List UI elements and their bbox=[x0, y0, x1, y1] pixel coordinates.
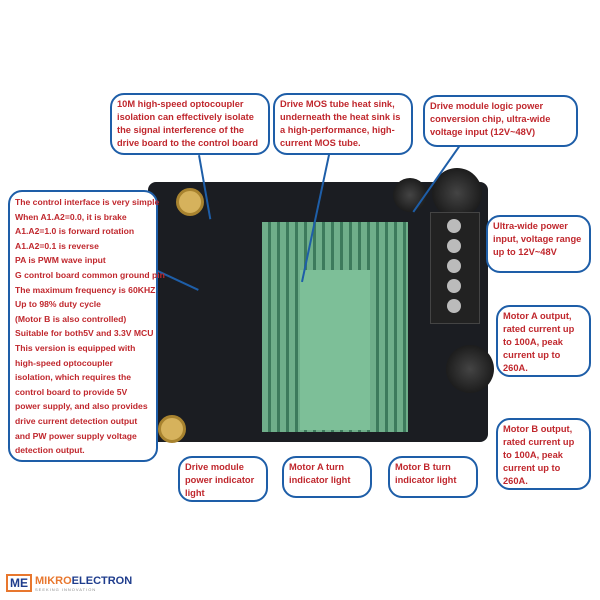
control-interface-line: PA is PWM wave input bbox=[15, 255, 106, 266]
control-interface-line: Suitable for both5V and 3.3V MCU bbox=[15, 328, 154, 339]
control-interface-line: control board to provide 5V bbox=[15, 386, 128, 397]
callout-motor-a-output: Motor A output, rated current up to 100A… bbox=[496, 305, 591, 377]
control-interface-line: This version is equipped with bbox=[15, 342, 136, 353]
control-interface-line: detection output. bbox=[15, 445, 85, 456]
callout-logic-power: Drive module logic power conversion chip… bbox=[423, 95, 578, 147]
capacitor bbox=[446, 345, 494, 393]
logo-name-a: MIKRO bbox=[35, 574, 72, 587]
callout-motor-a-light: Motor A turn indicator light bbox=[282, 456, 372, 498]
callout-power-input: Ultra-wide power input, voltage range up… bbox=[486, 215, 591, 273]
callout-motor-b-output: Motor B output, rated current up to 100A… bbox=[496, 418, 591, 490]
control-interface-line: A1.A2=1.0 is forward rotation bbox=[15, 226, 135, 237]
logo-badge: ME bbox=[6, 574, 32, 592]
control-interface-line: Up to 98% duty cycle bbox=[15, 299, 101, 310]
control-interface-line: When A1.A2=0.0, it is brake bbox=[15, 211, 127, 222]
control-interface-line: and PW power supply voltage bbox=[15, 430, 137, 441]
control-interface-line: (Motor B is also controlled) bbox=[15, 313, 127, 324]
mounting-hole bbox=[158, 415, 186, 443]
control-interface-line: The maximum frequency is 60KHZ bbox=[15, 284, 156, 295]
heat-sink-plate bbox=[300, 270, 370, 430]
control-interface-line: power supply, and also provides bbox=[15, 401, 148, 412]
control-interface-line: high-speed optocoupler bbox=[15, 357, 113, 368]
callout-drive-indicator: Drive module power indicator light bbox=[178, 456, 268, 502]
capacitor bbox=[432, 168, 482, 218]
callout-heat-sink: Drive MOS tube heat sink, underneath the… bbox=[273, 93, 413, 155]
logo-tagline: SEEKING INNOVATION bbox=[35, 586, 97, 592]
control-interface-line: drive current detection output bbox=[15, 415, 138, 426]
capacitor bbox=[393, 178, 427, 212]
control-interface-line: G control board common ground pin bbox=[15, 269, 165, 280]
mounting-hole bbox=[176, 188, 204, 216]
control-interface-line: isolation, which requires the bbox=[15, 372, 132, 383]
control-interface-line: The control interface is very simple bbox=[15, 197, 160, 207]
brand-logo: ME MIKROELECTRON SEEKING INNOVATION bbox=[6, 574, 132, 592]
callout-motor-b-light: Motor B turn indicator light bbox=[388, 456, 478, 498]
callout-optocoupler: 10M high-speed optocoupler isolation can… bbox=[110, 93, 270, 155]
logo-name-b: ELECTRON bbox=[71, 574, 133, 587]
terminal-block bbox=[430, 212, 480, 324]
control-interface-line: A1.A2=0.1 is reverse bbox=[15, 240, 99, 251]
